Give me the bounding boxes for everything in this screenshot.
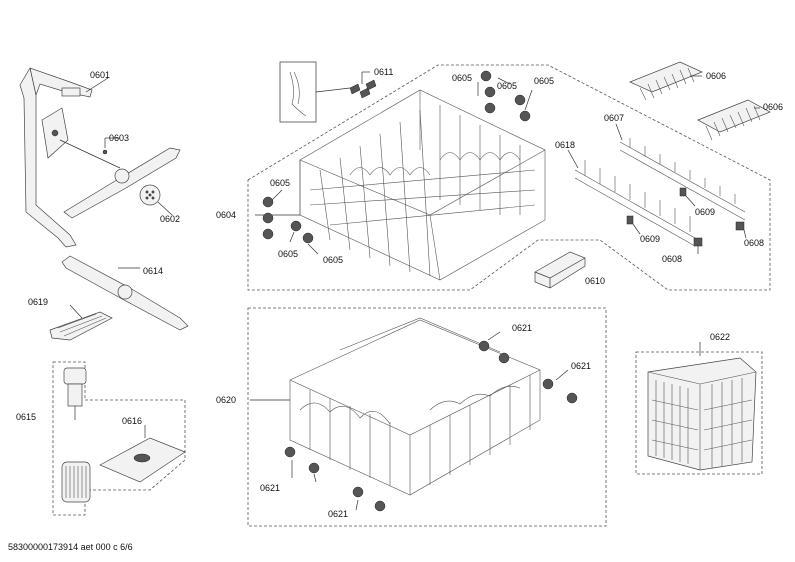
label-0621-a: 0621 (512, 323, 532, 333)
clip-parts (626, 187, 745, 247)
label-0618: 0618 (555, 140, 575, 150)
label-0608-a: 0608 (744, 238, 764, 248)
label-0605-d: 0605 (270, 178, 290, 188)
document-footer: 58300000173914 aet 000 c 6/6 (8, 542, 133, 552)
filter-cylinder-part (61, 367, 91, 503)
label-0611: 0611 (374, 67, 393, 77)
label-0619: 0619 (28, 297, 48, 307)
label-0604: 0604 (216, 210, 236, 220)
upper-rack-basket-part (299, 89, 546, 281)
spray-disc-part (139, 184, 161, 206)
mesh-filter-part (49, 311, 113, 341)
label-0603: 0603 (109, 133, 129, 143)
label-0620: 0620 (216, 395, 236, 405)
rack-handle-part (534, 251, 586, 289)
tine-row-parts (629, 61, 771, 141)
lower-rack-rollers (284, 340, 578, 512)
label-0608-b: 0608 (662, 254, 682, 264)
upper-rack-outline (247, 64, 771, 291)
part-labels: 0601 0603 0602 0614 0619 0615 0616 0611 … (16, 67, 783, 519)
cutlery-basket-part (647, 357, 757, 471)
label-0621-c: 0621 (260, 483, 280, 493)
label-0622: 0622 (710, 332, 730, 342)
label-0606-a: 0606 (706, 71, 726, 81)
flat-filter-plate-part (99, 437, 186, 483)
label-0605-c: 0605 (534, 76, 554, 86)
spray-tube-part (19, 67, 93, 248)
lower-rack-outline (247, 307, 607, 527)
label-0621-b: 0621 (571, 361, 591, 371)
label-0607: 0607 (604, 113, 624, 123)
label-0605-e: 0605 (278, 249, 298, 259)
upper-rack-rollers (262, 70, 531, 244)
label-0616: 0616 (122, 416, 142, 426)
label-0609-b: 0609 (640, 234, 660, 244)
label-0609-a: 0609 (695, 207, 715, 217)
label-0602: 0602 (160, 214, 180, 224)
label-0606-b: 0606 (763, 102, 783, 112)
hose-detail-part (279, 61, 377, 123)
label-0605-a: 0605 (452, 73, 472, 83)
label-0610: 0610 (585, 276, 605, 286)
lower-spray-arm-part (61, 255, 189, 331)
label-0605-f: 0605 (323, 255, 343, 265)
label-0615: 0615 (16, 412, 36, 422)
label-0601: 0601 (90, 70, 110, 80)
lower-rack-basket-part (289, 317, 541, 496)
label-0614: 0614 (143, 266, 163, 276)
label-0621-d: 0621 (328, 509, 348, 519)
cutlery-basket-outline (635, 351, 763, 475)
upper-spray-arm-part (59, 139, 181, 219)
fold-rack-parts (574, 138, 746, 247)
label-0605-b: 0605 (497, 81, 517, 91)
